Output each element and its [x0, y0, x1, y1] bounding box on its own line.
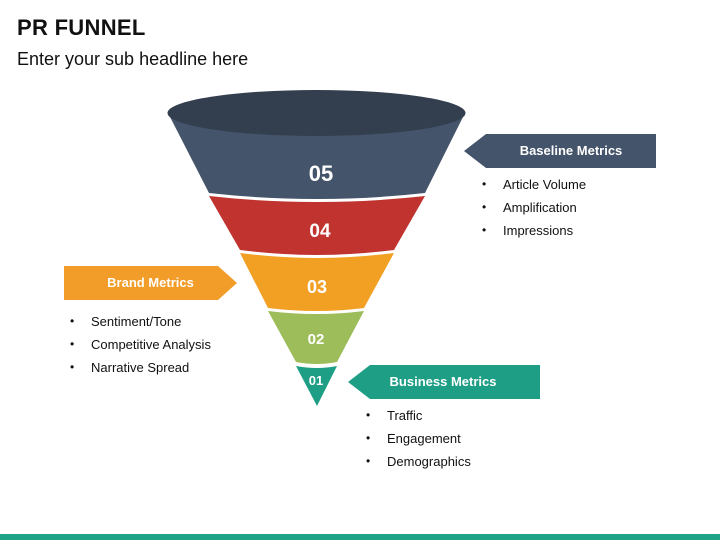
brand-metrics-tag: Brand Metrics	[64, 266, 237, 300]
funnel-segment-01	[296, 366, 337, 406]
baseline-metrics-tag: Baseline Metrics	[464, 134, 656, 168]
brand-metrics-label: Brand Metrics	[107, 275, 194, 290]
list-item: Impressions	[479, 219, 586, 242]
baseline-metrics-label: Baseline Metrics	[519, 143, 623, 158]
segment-label-01: 01	[309, 373, 323, 388]
list-item: Sentiment/Tone	[67, 310, 211, 333]
funnel-segment-04	[209, 196, 425, 255]
list-item: Article Volume	[479, 173, 586, 196]
funnel-segment-05	[168, 113, 465, 199]
baseline-metrics-list: Article Volume Amplification Impressions	[479, 173, 586, 242]
list-item: Traffic	[363, 404, 471, 427]
segment-label-02: 02	[308, 331, 325, 348]
brand-metrics-list: Sentiment/Tone Competitive Analysis Narr…	[67, 310, 211, 379]
list-item: Narrative Spread	[67, 356, 211, 379]
funnel-segment-03	[240, 253, 394, 311]
list-item: Demographics	[363, 450, 471, 473]
slide-subtitle: Enter your sub headline here	[17, 49, 249, 69]
funnel-segment-02	[268, 311, 364, 364]
business-metrics-list: Traffic Engagement Demographics	[363, 404, 471, 473]
slide-title: PR FUNNEL	[17, 15, 146, 40]
segment-label-03: 03	[307, 277, 327, 297]
segment-label-05: 05	[309, 161, 333, 186]
bottom-accent-bar	[0, 534, 720, 540]
list-item: Engagement	[363, 427, 471, 450]
list-item: Competitive Analysis	[67, 333, 211, 356]
funnel-rim	[167, 90, 466, 136]
business-metrics-tag: Business Metrics	[348, 365, 540, 399]
business-metrics-label: Business Metrics	[389, 374, 497, 389]
list-item: Amplification	[479, 196, 586, 219]
segment-label-04: 04	[309, 221, 331, 242]
